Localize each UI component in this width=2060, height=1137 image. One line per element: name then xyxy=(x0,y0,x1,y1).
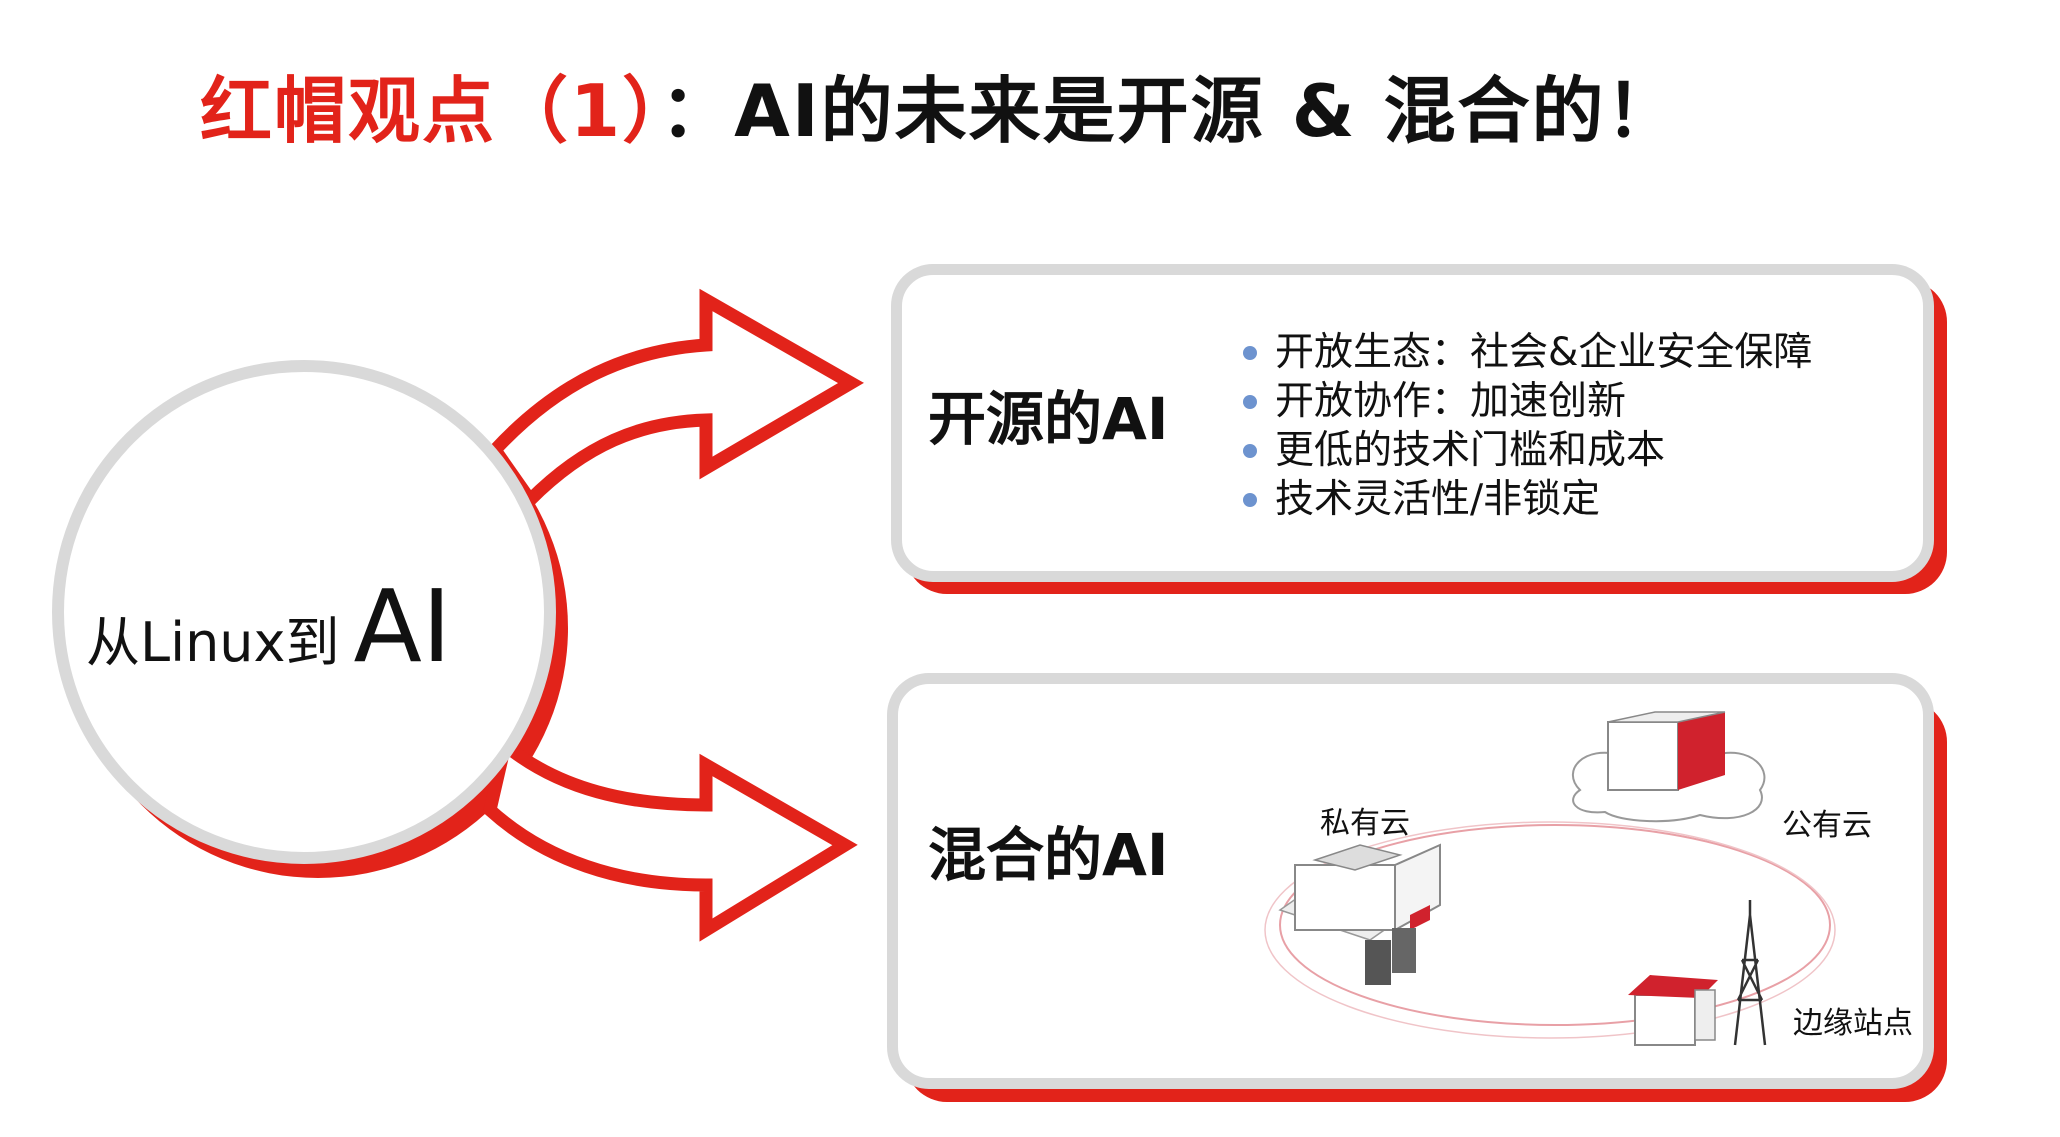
title-highlight: 红帽观点（1） xyxy=(200,69,661,153)
page-title: 红帽观点（1）：AI的未来是开源 & 混合的！ xyxy=(200,52,1680,157)
bullet-text: 开放协作：加速创新 xyxy=(1275,379,1627,424)
edge-site-icon xyxy=(1628,900,1767,1046)
open-source-bullets: 开放生态：社会&企业安全保障 开放协作：加速创新 更低的技术门槛和成本 技术灵活… xyxy=(1243,328,1812,524)
hybrid-label: 混合的AI xyxy=(928,821,1169,889)
bullet-dot-icon xyxy=(1243,492,1257,507)
open-source-label: 开源的AI xyxy=(928,385,1169,453)
center-circle xyxy=(52,360,556,864)
edge-site-label: 边缘站点 xyxy=(1793,1006,1913,1041)
bullet-item: 技术灵活性/非锁定 xyxy=(1243,475,1812,524)
bullet-dot-icon xyxy=(1243,443,1257,458)
public-cloud-icon xyxy=(1571,711,1766,823)
bullet-item: 开放协作：加速创新 xyxy=(1243,377,1812,426)
arrow-down-right xyxy=(482,733,858,942)
connection-ring-outer xyxy=(1264,821,1836,1039)
public-cloud-label: 公有云 xyxy=(1782,808,1872,843)
bullet-text: 技术灵活性/非锁定 xyxy=(1275,477,1601,522)
private-datacenter-icon xyxy=(1278,843,1441,985)
bullet-item: 更低的技术门槛和成本 xyxy=(1243,426,1812,475)
bullet-dot-icon xyxy=(1243,394,1257,409)
bullet-dot-icon xyxy=(1243,345,1257,360)
bullet-text: 开放生态：社会&企业安全保障 xyxy=(1275,330,1813,375)
private-cloud-label: 私有云 xyxy=(1320,806,1410,841)
title-rest: ：AI的未来是开源 & 混合的！ xyxy=(660,69,1680,153)
arrow-up-right xyxy=(486,288,864,511)
bullet-item: 开放生态：社会&企业安全保障 xyxy=(1243,328,1812,377)
center-label-ai: AI xyxy=(353,568,452,685)
center-label-prefix: 从Linux到 xyxy=(86,611,340,674)
connection-ring xyxy=(1279,824,1831,1026)
open-source-box xyxy=(891,264,1934,582)
bullet-text: 更低的技术门槛和成本 xyxy=(1275,428,1666,473)
